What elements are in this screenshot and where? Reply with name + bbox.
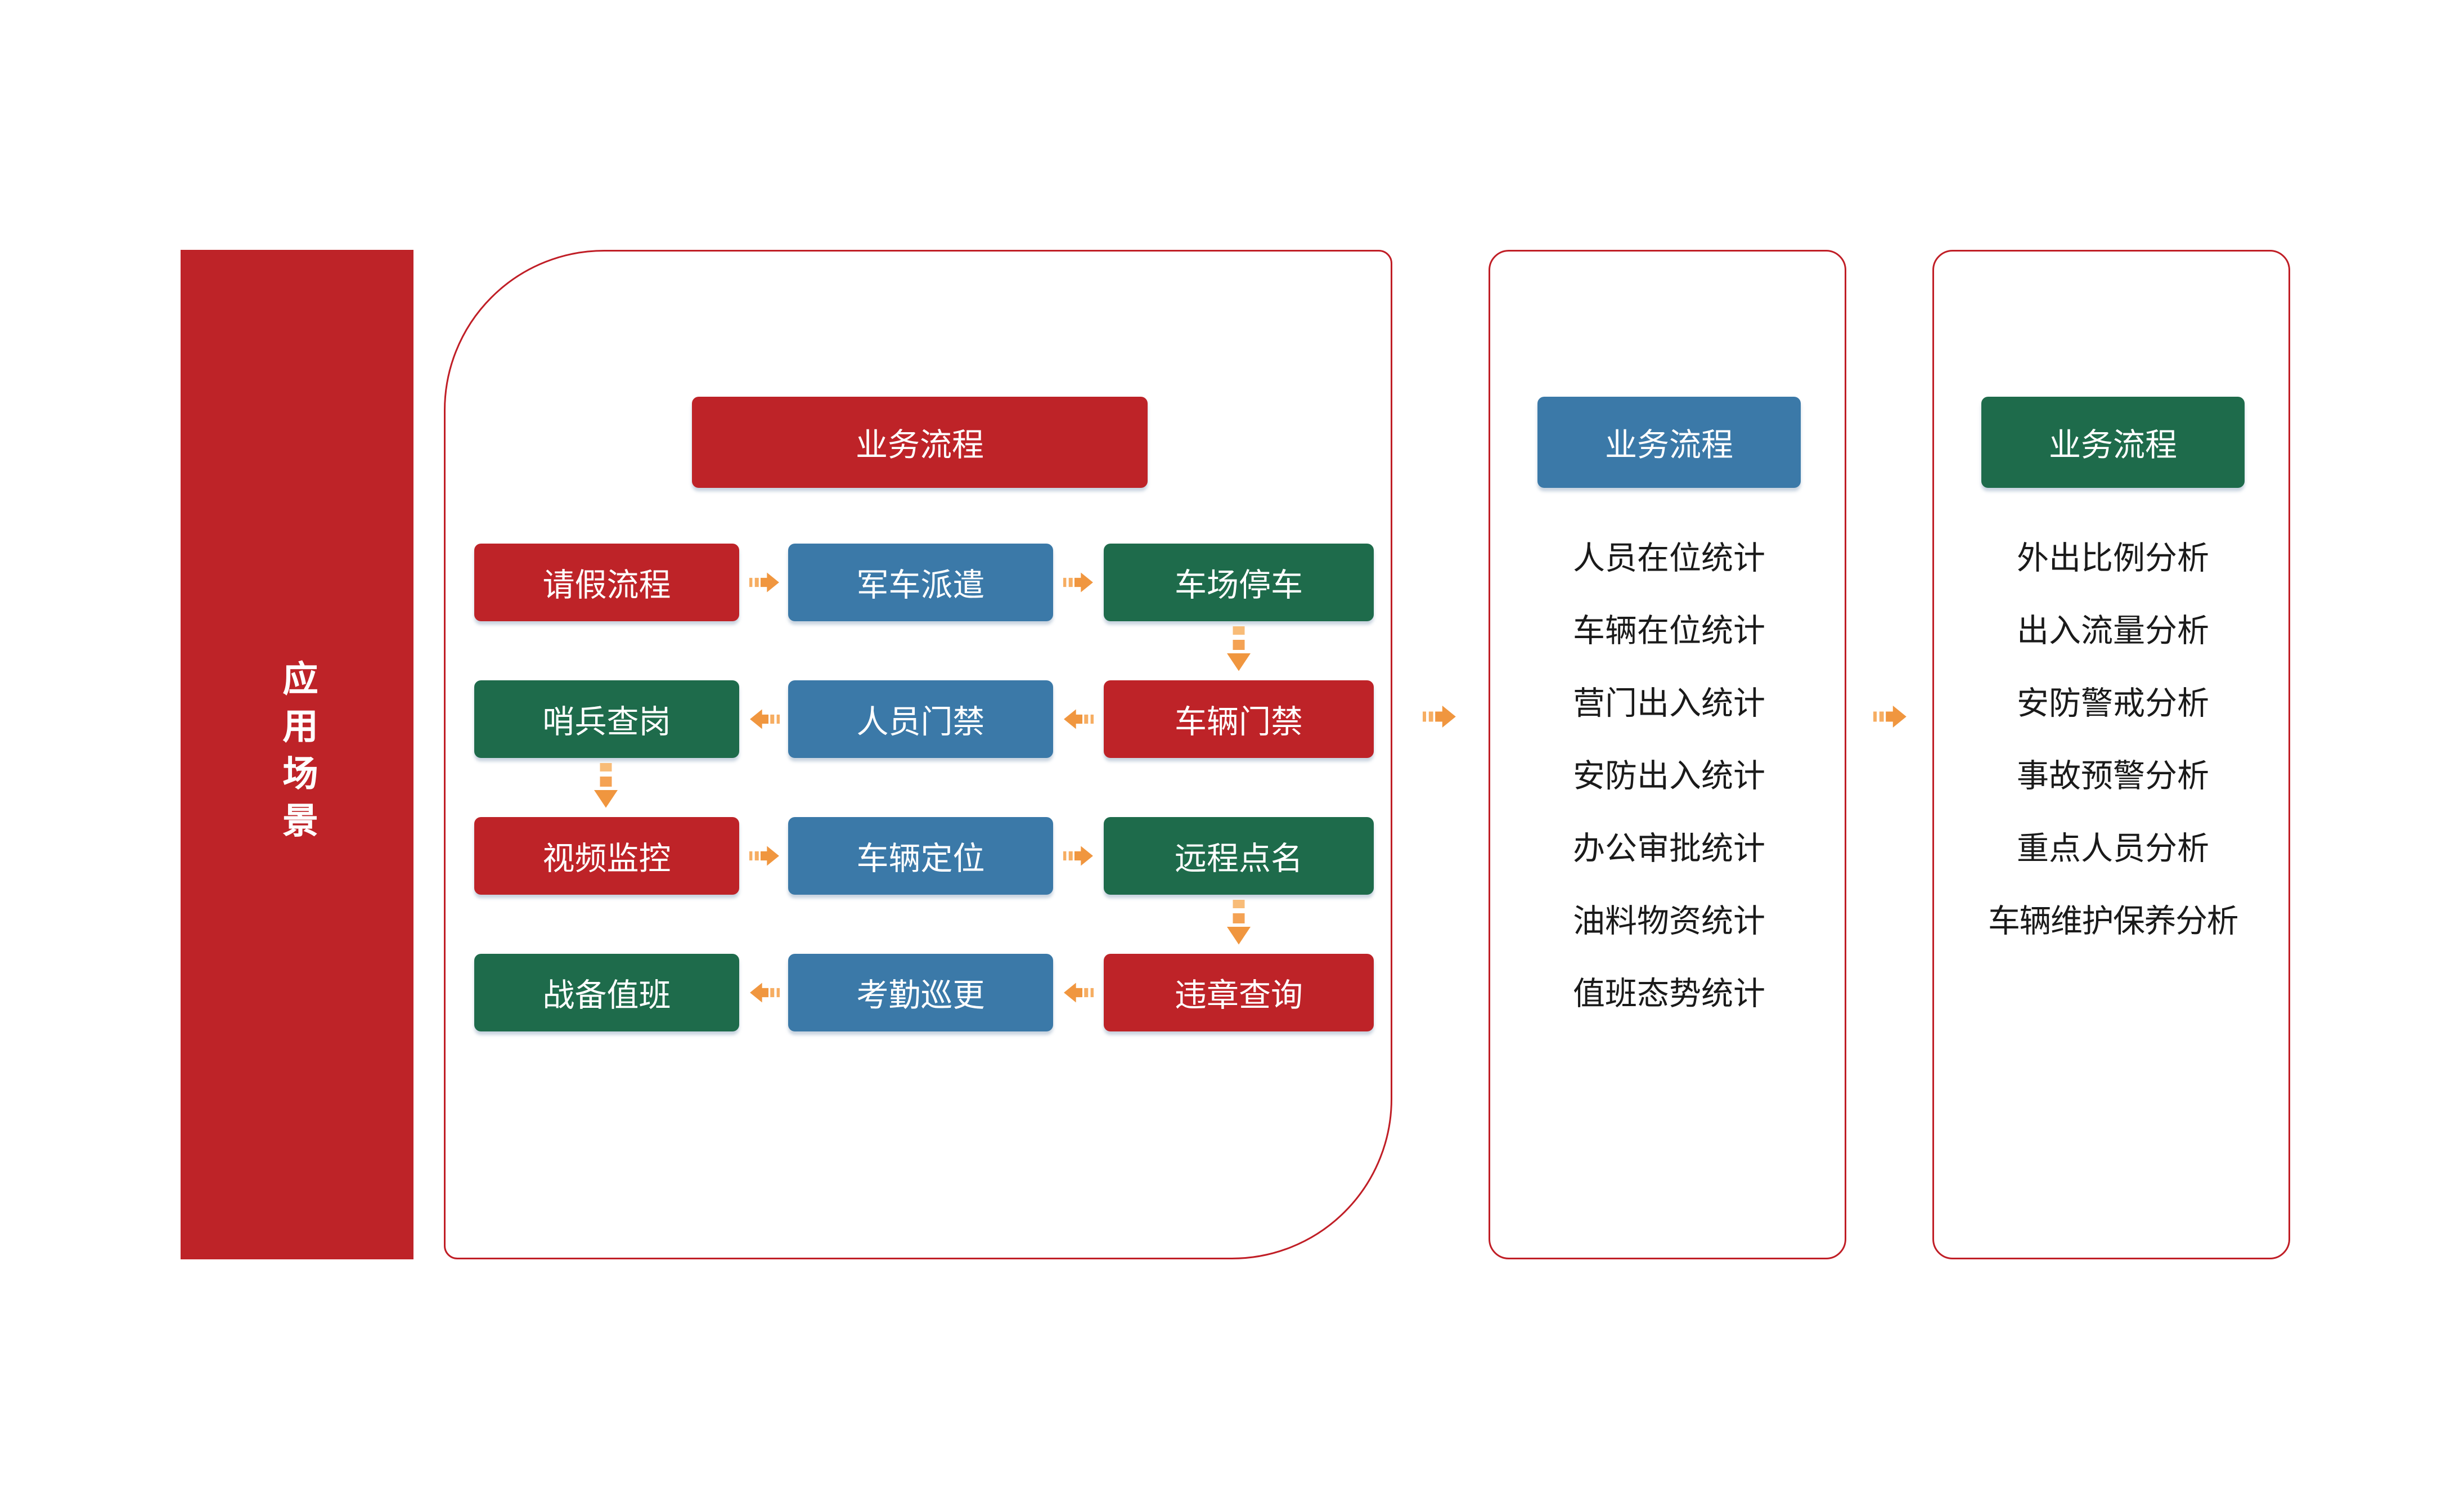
stat-list-item: 安防出入统计 [1572,760,1765,795]
statistics-panel: 业务流程 人员在位统计 车辆在位统计 营门出入统计 安防出入统计 办公审批统计 … [1489,250,1846,1259]
stat-list-item: 办公审批统计 [1572,832,1765,868]
arrow-left-icon [1063,707,1094,731]
stat-list-item: 车辆在位统计 [1572,614,1765,650]
analysis-list-item: 外出比例分析 [2016,542,2209,577]
process-box-r1c1: 请假流程 [474,544,739,621]
arrow-right-icon [1063,844,1094,868]
analysis-panel-header: 业务流程 [1981,397,2245,488]
process-box-r4c2: 考勤巡更 [788,954,1053,1031]
panel-connector-arrow-icon [1873,704,1907,729]
process-box-r4c3: 违章查询 [1104,954,1374,1031]
statistics-panel-header: 业务流程 [1537,397,1801,488]
analysis-list-item: 车辆维护保养分析 [1988,905,2239,940]
process-box-r1c2: 军车派遣 [788,544,1053,621]
arrow-right-icon [1063,571,1094,594]
process-box-r2c3: 车辆门禁 [1104,680,1374,758]
arrow-left-icon [1063,981,1094,1004]
analysis-list-item: 事故预警分析 [2016,760,2209,795]
stat-list-item: 人员在位统计 [1572,542,1765,577]
arrow-down-icon [592,763,619,809]
sidebar-label: 应用场景 [278,660,317,849]
process-box-r3c1: 视频监控 [474,817,739,895]
process-box-r1c3: 车场停车 [1104,544,1374,621]
analysis-list-item: 出入流量分析 [2016,614,2209,650]
arrow-down-icon [1225,900,1252,945]
arrow-right-icon [749,844,780,868]
process-box-r2c2: 人员门禁 [788,680,1053,758]
arrow-right-icon [749,571,780,594]
stat-list-item: 油料物资统计 [1572,905,1765,940]
analysis-panel: 业务流程 外出比例分析 出入流量分析 安防警戒分析 事故预警分析 重点人员分析 … [1932,250,2290,1259]
process-box-r4c1: 战备值班 [474,954,739,1031]
process-box-r2c1: 哨兵查岗 [474,680,739,758]
arrow-down-icon [1225,626,1252,672]
analysis-list-item: 安防警戒分析 [2016,687,2209,723]
process-flow-panel: 业务流程 请假流程 军车派遣 车场停车 哨兵查岗 人员门禁 车辆门禁 视频监控 … [444,250,1392,1259]
arrow-left-icon [749,707,780,731]
analysis-list-item: 重点人员分析 [2016,832,2209,868]
panel-connector-arrow-icon [1423,704,1456,729]
sidebar-application-scenarios: 应用场景 [181,250,413,1259]
process-box-r3c3: 远程点名 [1104,817,1374,895]
arrow-left-icon [749,981,780,1004]
stat-list-item: 值班态势统计 [1572,977,1765,1013]
process-box-r3c2: 车辆定位 [788,817,1053,895]
process-panel-header: 业务流程 [692,397,1148,488]
stat-list-item: 营门出入统计 [1572,687,1765,723]
